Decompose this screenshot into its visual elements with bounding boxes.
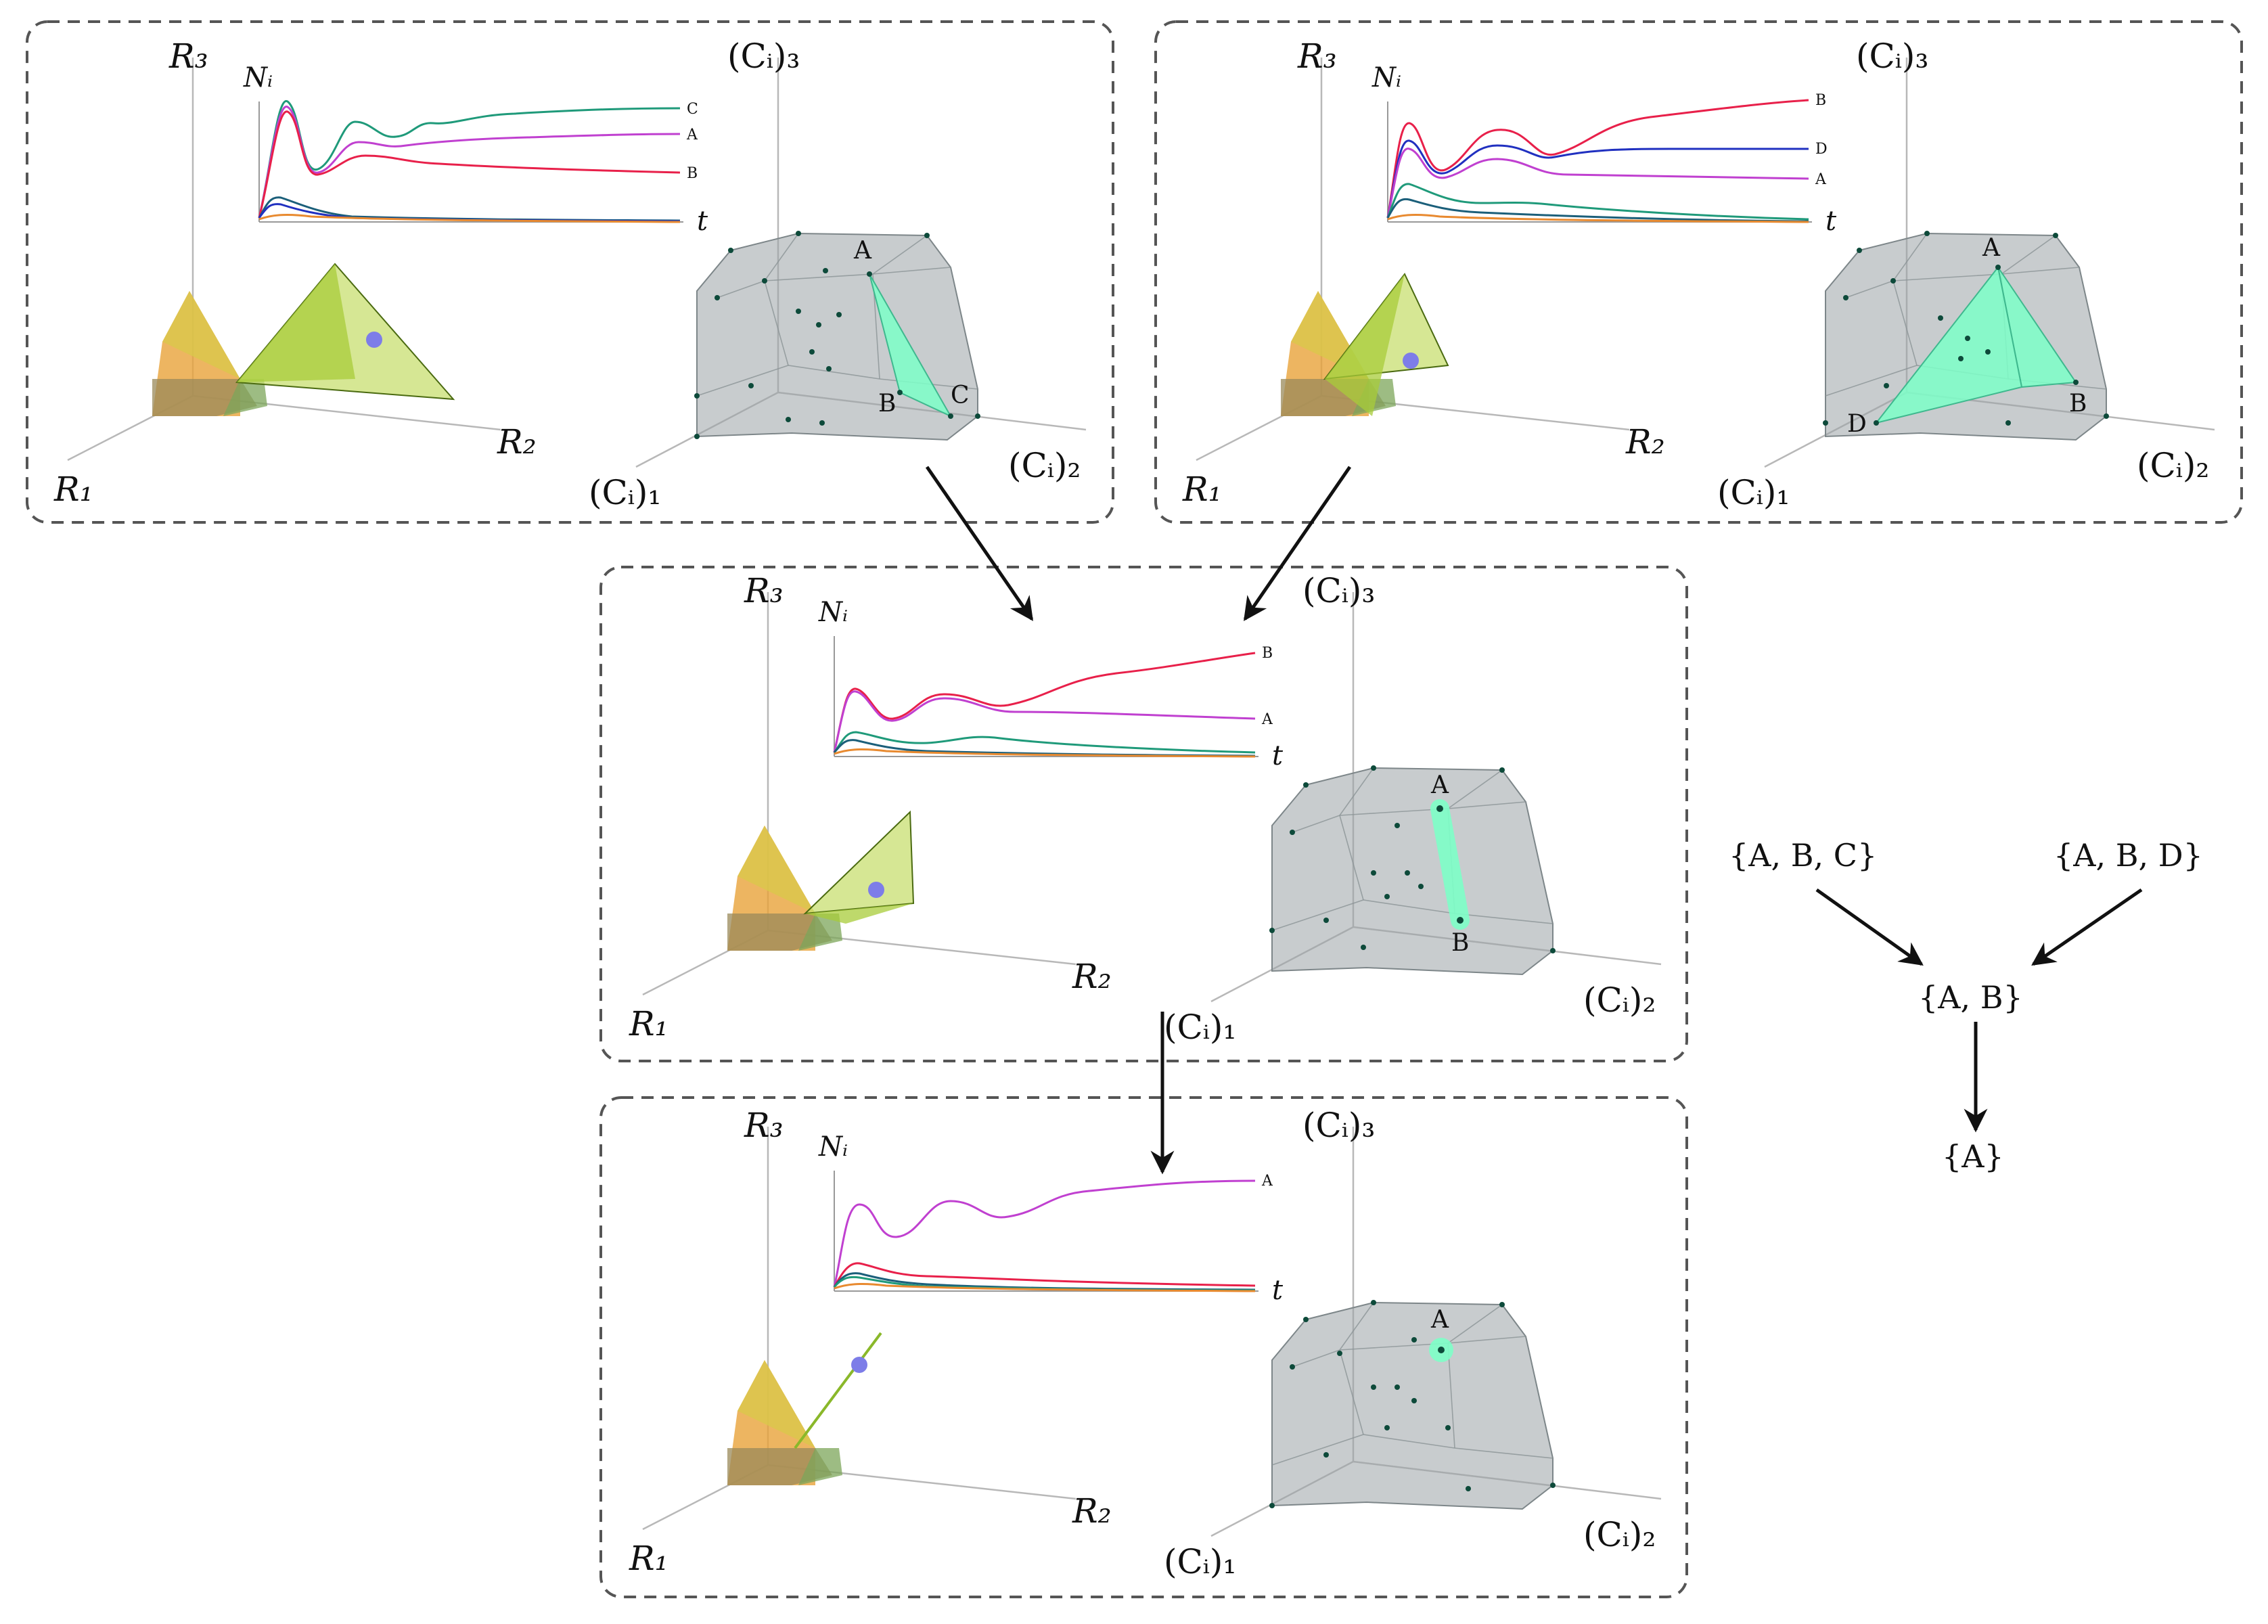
curve-label-1: A — [1261, 711, 1273, 728]
hull-label-b: B — [2069, 390, 2087, 418]
curve-label-0: B — [1815, 92, 1826, 109]
r2-label: R₂ — [1625, 422, 1665, 461]
hull-label-a: A — [1430, 771, 1449, 799]
panel-abd: R₃ R₁ R₂ Nᵢ t B D A — [1182, 37, 2215, 512]
curve-label-1: D — [1815, 141, 1828, 158]
panel-frame-abd — [1154, 20, 2243, 524]
c1-label: (Cᵢ)₁ — [1164, 1542, 1236, 1581]
c3-label: (Cᵢ)₃ — [1302, 571, 1375, 610]
time-series-plot: Nᵢ t B D A — [1371, 62, 1837, 237]
panel-a: R₃ R₁ R₂ Nᵢ t A — [629, 1106, 1662, 1581]
consumption-axes: (Cᵢ)₃ (Cᵢ)₁ (Cᵢ)₂ — [1717, 37, 2215, 512]
r3-label: R₃ — [168, 37, 208, 76]
c1-label: (Cᵢ)₁ — [589, 473, 661, 512]
selected-region — [1430, 799, 1470, 930]
panel-abc: R₃ R₁ R₂ Nᵢ t C A B — [53, 37, 1087, 512]
r1-label: R₁ — [629, 1539, 668, 1578]
consumption-hull: A B D — [1823, 231, 2109, 441]
ni-label: Nᵢ — [818, 597, 848, 628]
r1-label: R₁ — [629, 1004, 668, 1043]
panel-frame-ab — [599, 566, 1688, 1062]
panel-frame-abc — [26, 20, 1114, 524]
r2-label: R₂ — [1072, 1491, 1112, 1531]
tree-arrow-abc-ab — [1815, 888, 1924, 966]
resource-axes: R₃ R₁ R₂ — [53, 37, 537, 509]
consumption-hull: A B — [1269, 765, 1556, 976]
c3-label: (Cᵢ)₃ — [1302, 1106, 1375, 1145]
t-label: t — [1272, 740, 1284, 771]
c2-label: (Cᵢ)₂ — [2137, 446, 2209, 485]
supply-cone — [1323, 273, 1449, 416]
time-series-plot: Nᵢ t A — [818, 1131, 1284, 1306]
curve-label-0: A — [1261, 1173, 1273, 1190]
set-ab: {A, B} — [1918, 979, 2023, 1016]
resource-axes: R₃ R₁ R₂ — [1182, 37, 1665, 509]
curve-label-0: B — [1262, 645, 1273, 662]
panel-ab: R₃ R₁ R₂ Nᵢ t B A — [629, 571, 1662, 1047]
r1-label: R₁ — [1182, 470, 1222, 509]
c2-label: (Cᵢ)₂ — [1583, 980, 1656, 1020]
hull-label-a: A — [853, 237, 872, 265]
c2-label: (Cᵢ)₂ — [1583, 1515, 1656, 1554]
set-abd: {A, B, D} — [2054, 837, 2203, 874]
tree-arrow-abd-ab — [2031, 888, 2143, 966]
supply-point — [366, 332, 382, 348]
consumption-axes: (Cᵢ)₃ (Cᵢ)₁ (Cᵢ)₂ — [589, 37, 1087, 512]
ni-label: Nᵢ — [243, 62, 273, 93]
feasible-polytope — [152, 291, 267, 416]
supply-cone — [235, 263, 455, 401]
hull-label-b: B — [878, 390, 896, 418]
supply-cone — [803, 810, 915, 924]
supply-point — [851, 1357, 867, 1373]
time-series-plot: Nᵢ t B A — [818, 597, 1284, 771]
t-label: t — [1272, 1275, 1284, 1306]
resource-axes: R₃ R₁ R₂ — [629, 571, 1112, 1043]
arrow-abd-to-ab — [1243, 466, 1352, 621]
arrow-abc-to-ab — [925, 466, 1034, 621]
hull-label-b: B — [1451, 929, 1469, 957]
hull-label-a: A — [1982, 234, 2001, 262]
selected-region — [869, 273, 953, 418]
ni-label: Nᵢ — [1371, 62, 1401, 93]
set-a: {A} — [1942, 1138, 2004, 1175]
consumption-hull: A B C — [694, 231, 980, 441]
r2-label: R₂ — [497, 422, 537, 461]
r3-label: R₃ — [744, 571, 784, 610]
feasible-polytope — [727, 826, 842, 951]
consumption-hull: A — [1269, 1300, 1556, 1510]
c1-label: (Cᵢ)₁ — [1717, 473, 1790, 512]
hull-label-d: D — [1847, 410, 1867, 438]
supply-point — [868, 882, 884, 898]
c1-label: (Cᵢ)₁ — [1164, 1008, 1236, 1047]
supply-cone — [794, 1332, 882, 1449]
c3-label: (Cᵢ)₃ — [727, 37, 800, 76]
t-label: t — [697, 206, 708, 237]
r1-label: R₁ — [53, 470, 93, 509]
hull-label-c: C — [951, 382, 970, 409]
curve-label-2: A — [1815, 171, 1827, 188]
feasible-polytope — [727, 1360, 842, 1485]
r3-label: R₃ — [1297, 37, 1337, 76]
set-tree: {A, B, C} {A, B, D} {A, B} {A} — [1729, 837, 2203, 1175]
supply-point — [1403, 353, 1419, 369]
panel-frame-a — [599, 1096, 1688, 1598]
curve-label-0: C — [687, 101, 698, 118]
ni-label: Nᵢ — [818, 1131, 848, 1163]
curve-label-2: B — [687, 165, 698, 182]
resource-axes: R₃ R₁ R₂ — [629, 1106, 1112, 1578]
consumption-axes: (Cᵢ)₃ (Cᵢ)₁ (Cᵢ)₂ — [1164, 571, 1662, 1047]
c3-label: (Cᵢ)₃ — [1856, 37, 1928, 76]
time-series-plot: Nᵢ t C A B — [243, 62, 708, 237]
c2-label: (Cᵢ)₂ — [1008, 446, 1081, 485]
r3-label: R₃ — [744, 1106, 784, 1145]
t-label: t — [1825, 206, 1837, 237]
r2-label: R₂ — [1072, 957, 1112, 996]
set-abc: {A, B, C} — [1729, 837, 1877, 874]
hull-label-a: A — [1430, 1306, 1449, 1334]
curve-label-1: A — [686, 127, 698, 143]
